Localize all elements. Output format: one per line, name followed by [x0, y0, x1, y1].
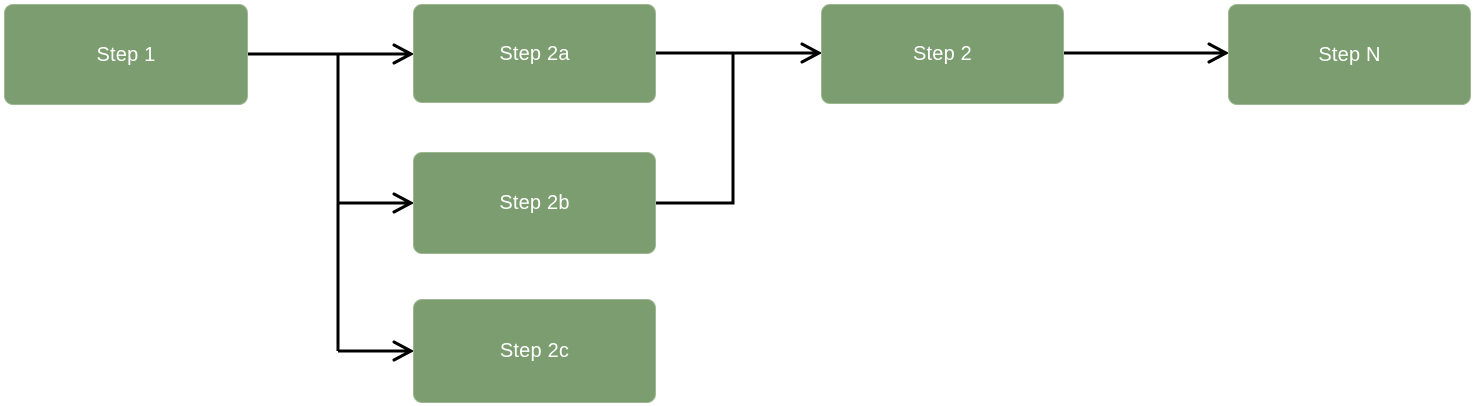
node-step-2a[interactable]: Step 2a — [413, 4, 656, 103]
node-step-1[interactable]: Step 1 — [4, 4, 248, 105]
node-label: Step 2c — [499, 340, 570, 362]
edge-step2b-merge-up — [656, 53, 735, 205]
node-step-n[interactable]: Step N — [1228, 4, 1471, 105]
node-step-2b[interactable]: Step 2b — [413, 152, 656, 254]
node-step-2c[interactable]: Step 2c — [413, 299, 656, 403]
node-label: Step 2b — [499, 192, 570, 214]
node-label: Step N — [1318, 43, 1381, 66]
node-step-2[interactable]: Step 2 — [821, 4, 1064, 104]
node-label: Step 1 — [96, 43, 156, 66]
node-label: Step 2 — [912, 43, 973, 65]
node-label: Step 2a — [499, 42, 570, 65]
